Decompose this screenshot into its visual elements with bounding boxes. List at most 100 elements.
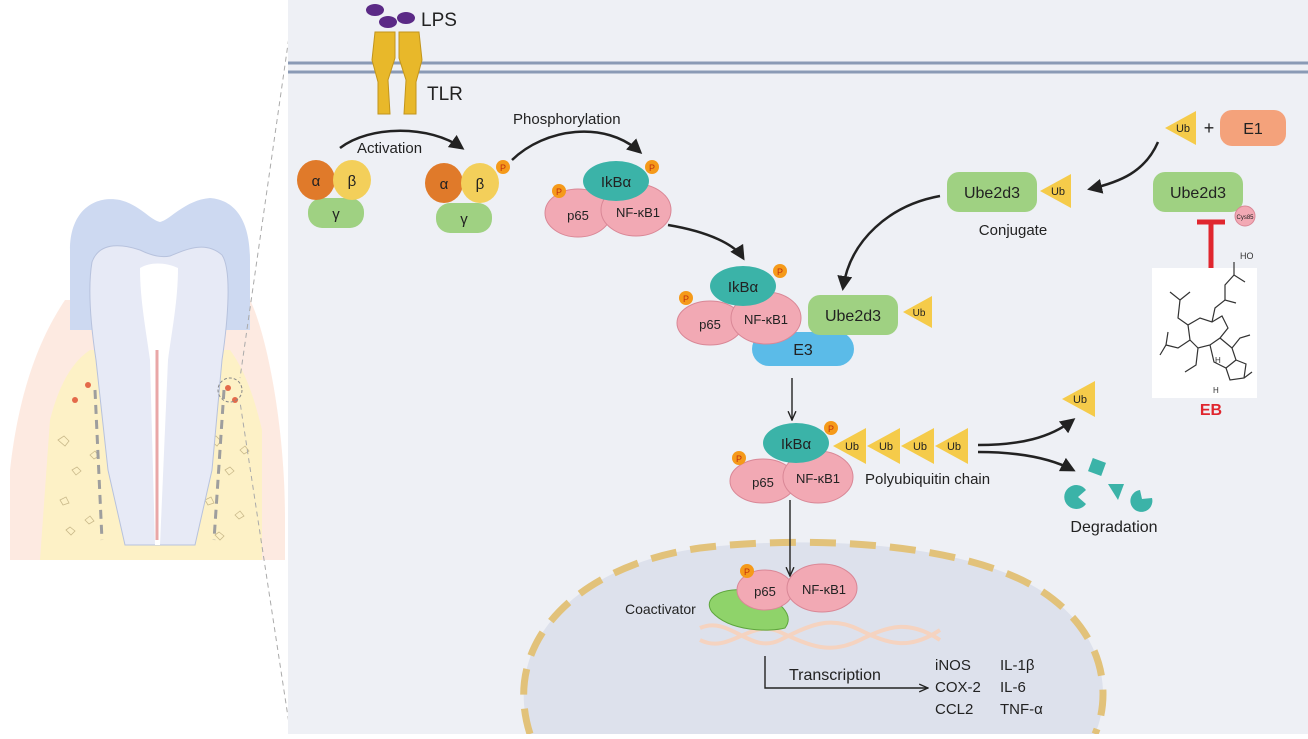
plus-label: + <box>1204 118 1215 138</box>
transcription-arrow <box>764 656 928 688</box>
p65-label: p65 <box>699 317 721 332</box>
ub-tag <box>1165 111 1196 145</box>
cys85-label: Cys85 <box>1236 215 1254 221</box>
ikba-label: IkBα <box>728 279 759 296</box>
ub-label: Ub <box>913 308 926 319</box>
ube2d3-enzyme <box>1153 172 1243 212</box>
cys85-site <box>1234 205 1256 227</box>
phospho-badge <box>679 291 693 305</box>
ikba-subunit <box>583 161 649 201</box>
ub-label: Ub <box>1051 186 1065 198</box>
target-genes: iNOS COX-2 CCL2 IL-1β IL-6 TNF-α <box>935 657 1043 718</box>
phosphorylation-label: Phosphorylation <box>513 111 621 128</box>
ube2d3-bound <box>808 295 898 335</box>
ube2d3-ub-conjugate: Ube2d3 Ub Conjugate <box>947 172 1071 239</box>
molecule-h2: H <box>1213 386 1219 395</box>
ub-label: Ub <box>947 441 961 453</box>
ikba-nfkb-complex-1: IkBα p65 NF-κB1 P P <box>544 160 672 238</box>
ube2d3-label: Ube2d3 <box>964 185 1020 202</box>
eb-structure-box <box>1152 268 1257 398</box>
nfkb1-label: NF-κB1 <box>796 471 840 486</box>
phospho-badge <box>773 264 787 278</box>
ub-label: Ub <box>1176 123 1190 135</box>
ub-tag <box>1040 174 1071 208</box>
lps-group: LPS <box>366 4 457 31</box>
nfkb1-label: NF-κB1 <box>616 205 660 220</box>
fragment-pac-1 <box>1064 484 1086 509</box>
eb-label: EB <box>1200 402 1222 419</box>
p65-label: p65 <box>752 475 774 490</box>
ube2d3-label: Ube2d3 <box>825 308 881 325</box>
ikba-label: IkBα <box>781 436 812 453</box>
fragment-pac-2 <box>1130 490 1153 512</box>
conjugate-label: Conjugate <box>979 222 1047 239</box>
molecule-ho: HO <box>1240 251 1254 261</box>
phospho-label: P <box>736 454 742 464</box>
ub-label: Ub <box>845 441 859 453</box>
ub-label: Ub <box>1073 394 1087 406</box>
gene-ccl2: CCL2 <box>935 701 973 718</box>
ikk-gamma <box>308 198 364 228</box>
transcription-label: Transcription <box>789 667 881 684</box>
ikk-alpha-label: α <box>440 176 449 193</box>
e1-enzyme <box>1220 110 1286 146</box>
ikk-gamma-label: γ <box>332 206 340 223</box>
lps-dot <box>379 16 397 28</box>
eb-structure <box>1159 262 1253 381</box>
gene-il6: IL-6 <box>1000 679 1026 696</box>
phosphorylation-arrow <box>511 130 643 161</box>
tlr-receptor: TLR <box>371 31 463 115</box>
p65-label: p65 <box>754 584 776 599</box>
e3-complex: E3 Ube2d3 Ub IkBα p65 NF-κB1 P P <box>676 264 932 366</box>
ube2d3-enzyme <box>947 172 1037 212</box>
nfkb1-label: NF-κB1 <box>744 312 788 327</box>
e3-label: E3 <box>793 342 813 359</box>
fragment-triangle <box>1108 484 1124 500</box>
ube2d3-free: Ube2d3 Cys85 <box>1153 172 1256 227</box>
e1-label: E1 <box>1243 121 1263 138</box>
polyubiquitin-chain-label: Polyubiquitin chain <box>865 471 990 488</box>
phospho-label: P <box>683 294 689 304</box>
ikk-gamma <box>436 203 492 233</box>
nuclear-nfkb-complex: p65 NF-κB1 P Coactivator <box>625 563 858 631</box>
lps-dot <box>366 4 384 16</box>
phospho-label: P <box>828 424 834 434</box>
phospho-badge <box>824 421 838 435</box>
degradation-fragments <box>1064 458 1153 512</box>
lps-dot <box>397 12 415 24</box>
e1-activation: Ub + E1 <box>1165 110 1286 146</box>
ub-chain-unit <box>901 428 934 464</box>
lps-label: LPS <box>421 10 457 31</box>
ikk-complex-inactive: α β γ <box>297 160 371 228</box>
nfkb1-label: NF-κB1 <box>802 582 846 597</box>
nucleus <box>520 538 1107 736</box>
p65-label: p65 <box>567 208 589 223</box>
phospho-badge <box>645 160 659 174</box>
ikk-alpha-label: α <box>312 173 321 190</box>
ikk-alpha <box>425 163 463 203</box>
phospho-label: P <box>777 267 783 277</box>
phospho-label: P <box>649 163 655 173</box>
dna-helix <box>699 620 942 650</box>
phospho-badge <box>732 451 746 465</box>
ub-released <box>1062 381 1095 417</box>
nuclear-envelope <box>520 538 1107 736</box>
ikk-beta-label: β <box>348 173 357 190</box>
ikk-gamma-label: γ <box>460 211 468 228</box>
gene-il1b: IL-1β <box>1000 657 1035 674</box>
tooth-illustration <box>10 198 285 560</box>
nfkb1-subunit <box>786 563 858 613</box>
ikk-complex-active: P α β γ <box>425 160 510 233</box>
ikk-beta <box>333 160 371 200</box>
ikk-alpha <box>297 160 335 200</box>
ub-label: Ub <box>879 441 893 453</box>
molecule-h1: H <box>1215 356 1221 365</box>
degradation-label: Degradation <box>1070 519 1157 536</box>
gene-tnfa: TNF-α <box>1000 701 1043 718</box>
coactivator-label: Coactivator <box>625 601 696 617</box>
ub-chain-unit <box>935 428 968 464</box>
nucleus-interior <box>523 542 1103 734</box>
ikk-beta-label: β <box>476 176 485 193</box>
